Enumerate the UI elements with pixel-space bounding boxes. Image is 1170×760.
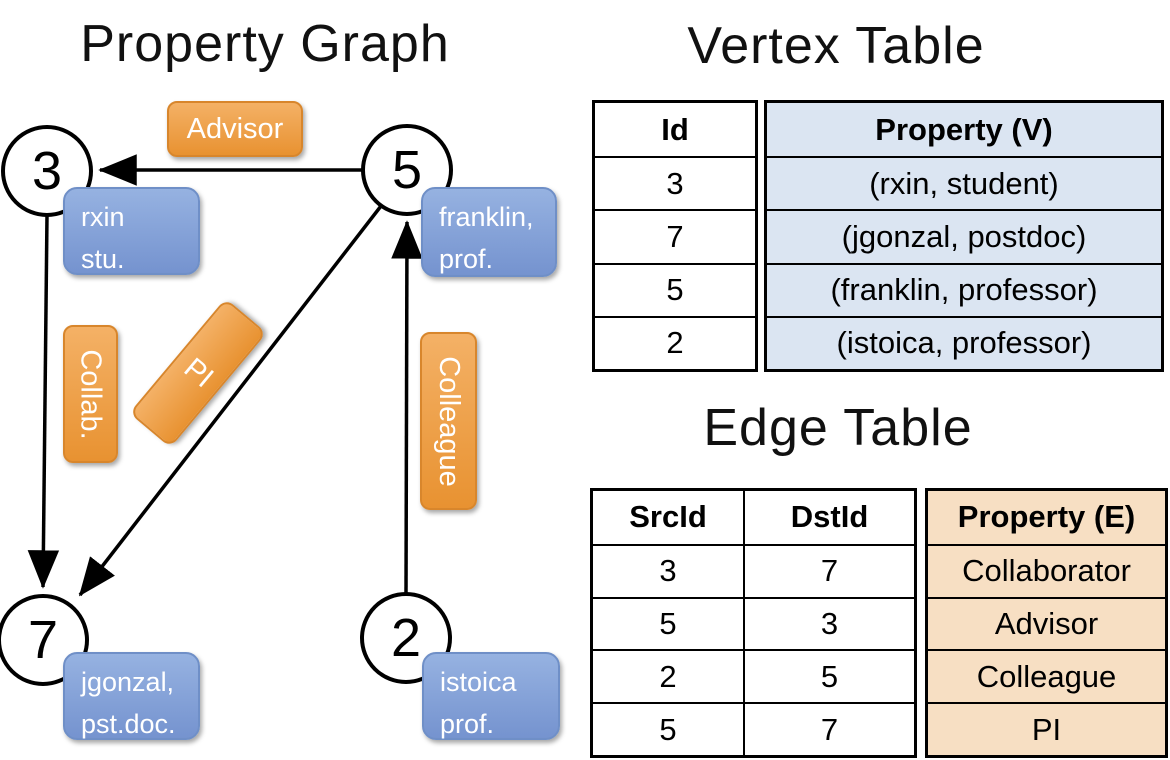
- vertex-table-title: Vertex Table: [687, 17, 985, 75]
- edge-label-collab: Collab.: [63, 325, 118, 463]
- vertex-table-cell-property: (istoica, professor): [767, 315, 1161, 369]
- edge-table-title: Edge Table: [703, 399, 973, 457]
- vertex-property-line1: istoica: [440, 667, 517, 697]
- vertex-property-line1: jgonzal,: [81, 667, 175, 697]
- vertex-table-cell-id: 3: [595, 156, 755, 209]
- vertex-property-line2: stu.: [81, 243, 125, 274]
- property-graph-title: Property Graph: [80, 15, 450, 73]
- vertex-property-line2: pst.doc.: [81, 708, 176, 739]
- vertex-table-header-property: Property (V): [767, 103, 1161, 157]
- vertex-table-property-column: Property (V) (rxin, student) (jgonzal, p…: [764, 100, 1164, 372]
- edge-table-cell-srcid: 3: [593, 543, 743, 597]
- edge-table-cell-property: Collaborator: [928, 543, 1165, 597]
- vertex-table-cell-property: (rxin, student): [767, 156, 1161, 210]
- edge-table-cell-srcid: 5: [593, 596, 743, 650]
- vertex-id-3: 3: [31, 141, 63, 201]
- edge-table-cell-srcid: 2: [593, 649, 743, 702]
- vertex-property-line1: rxin: [81, 202, 125, 232]
- edge-label-text: Advisor: [186, 112, 284, 145]
- edge-table-cell-property: Colleague: [928, 649, 1165, 703]
- edge-label-text: PI: [177, 351, 220, 394]
- edge-label-advisor: Advisor: [167, 101, 303, 157]
- edge-table-cell-srcid: 5: [593, 702, 743, 755]
- vertex-table-cell-id: 2: [595, 315, 755, 369]
- vertex-table-cell-id: 5: [595, 262, 755, 316]
- edge-label-text: Collab.: [75, 348, 107, 440]
- graph-canvas: [0, 124, 453, 686]
- vertex-property-box-jgonzal: jgonzal, pst.doc.: [63, 652, 200, 740]
- vertex-id-2: 2: [390, 608, 422, 668]
- edge-table-cell-property: Advisor: [928, 596, 1165, 650]
- edge-table-header-property: Property (E): [928, 491, 1165, 544]
- vertex-property-box-rxin: rxin stu.: [63, 187, 200, 275]
- edge-label-colleague: Colleague: [420, 332, 477, 510]
- edge-arrow-5-to-7: [78, 204, 383, 597]
- vertex-property-box-franklin: franklin, prof.: [421, 187, 557, 277]
- edge-table-header-dstid: DstId: [743, 491, 914, 544]
- vertex-id-5: 5: [391, 140, 423, 200]
- vertex-table-cell-property: (franklin, professor): [767, 262, 1161, 316]
- edge-table-cell-dstid: 3: [743, 596, 914, 650]
- edge-arrow-3-to-7: [27, 214, 60, 589]
- edge-label-text: Colleague: [433, 355, 466, 487]
- edge-table-cell-property: PI: [928, 702, 1165, 755]
- vertex-table-header-id: Id: [661, 111, 689, 147]
- vertex-property-line2: prof.: [439, 243, 494, 274]
- edge-table-cell-dstid: 7: [743, 702, 914, 755]
- edge-table-id-columns: SrcId DstId 3 7 5 3 2 5 5 7: [590, 488, 917, 758]
- vertex-table-id-column: Id 3 7 5 2: [592, 100, 758, 372]
- vertex-property-box-istoica: istoica prof.: [422, 652, 560, 740]
- vertex-property-line1: franklin,: [439, 202, 534, 232]
- vertex-table-cell-id: 7: [595, 209, 755, 262]
- edge-table-header-srcid: SrcId: [629, 499, 707, 535]
- edge-table-property-column: Property (E) Collaborator Advisor Collea…: [925, 488, 1168, 758]
- vertex-id-7: 7: [27, 610, 59, 670]
- edge-arrow-2-to-5: [391, 220, 423, 595]
- edge-table-cell-dstid: 5: [743, 649, 914, 703]
- edge-table-cell-dstid: 7: [743, 543, 914, 597]
- vertex-property-line2: prof.: [440, 708, 495, 739]
- vertex-table-cell-property: (jgonzal, postdoc): [767, 209, 1161, 263]
